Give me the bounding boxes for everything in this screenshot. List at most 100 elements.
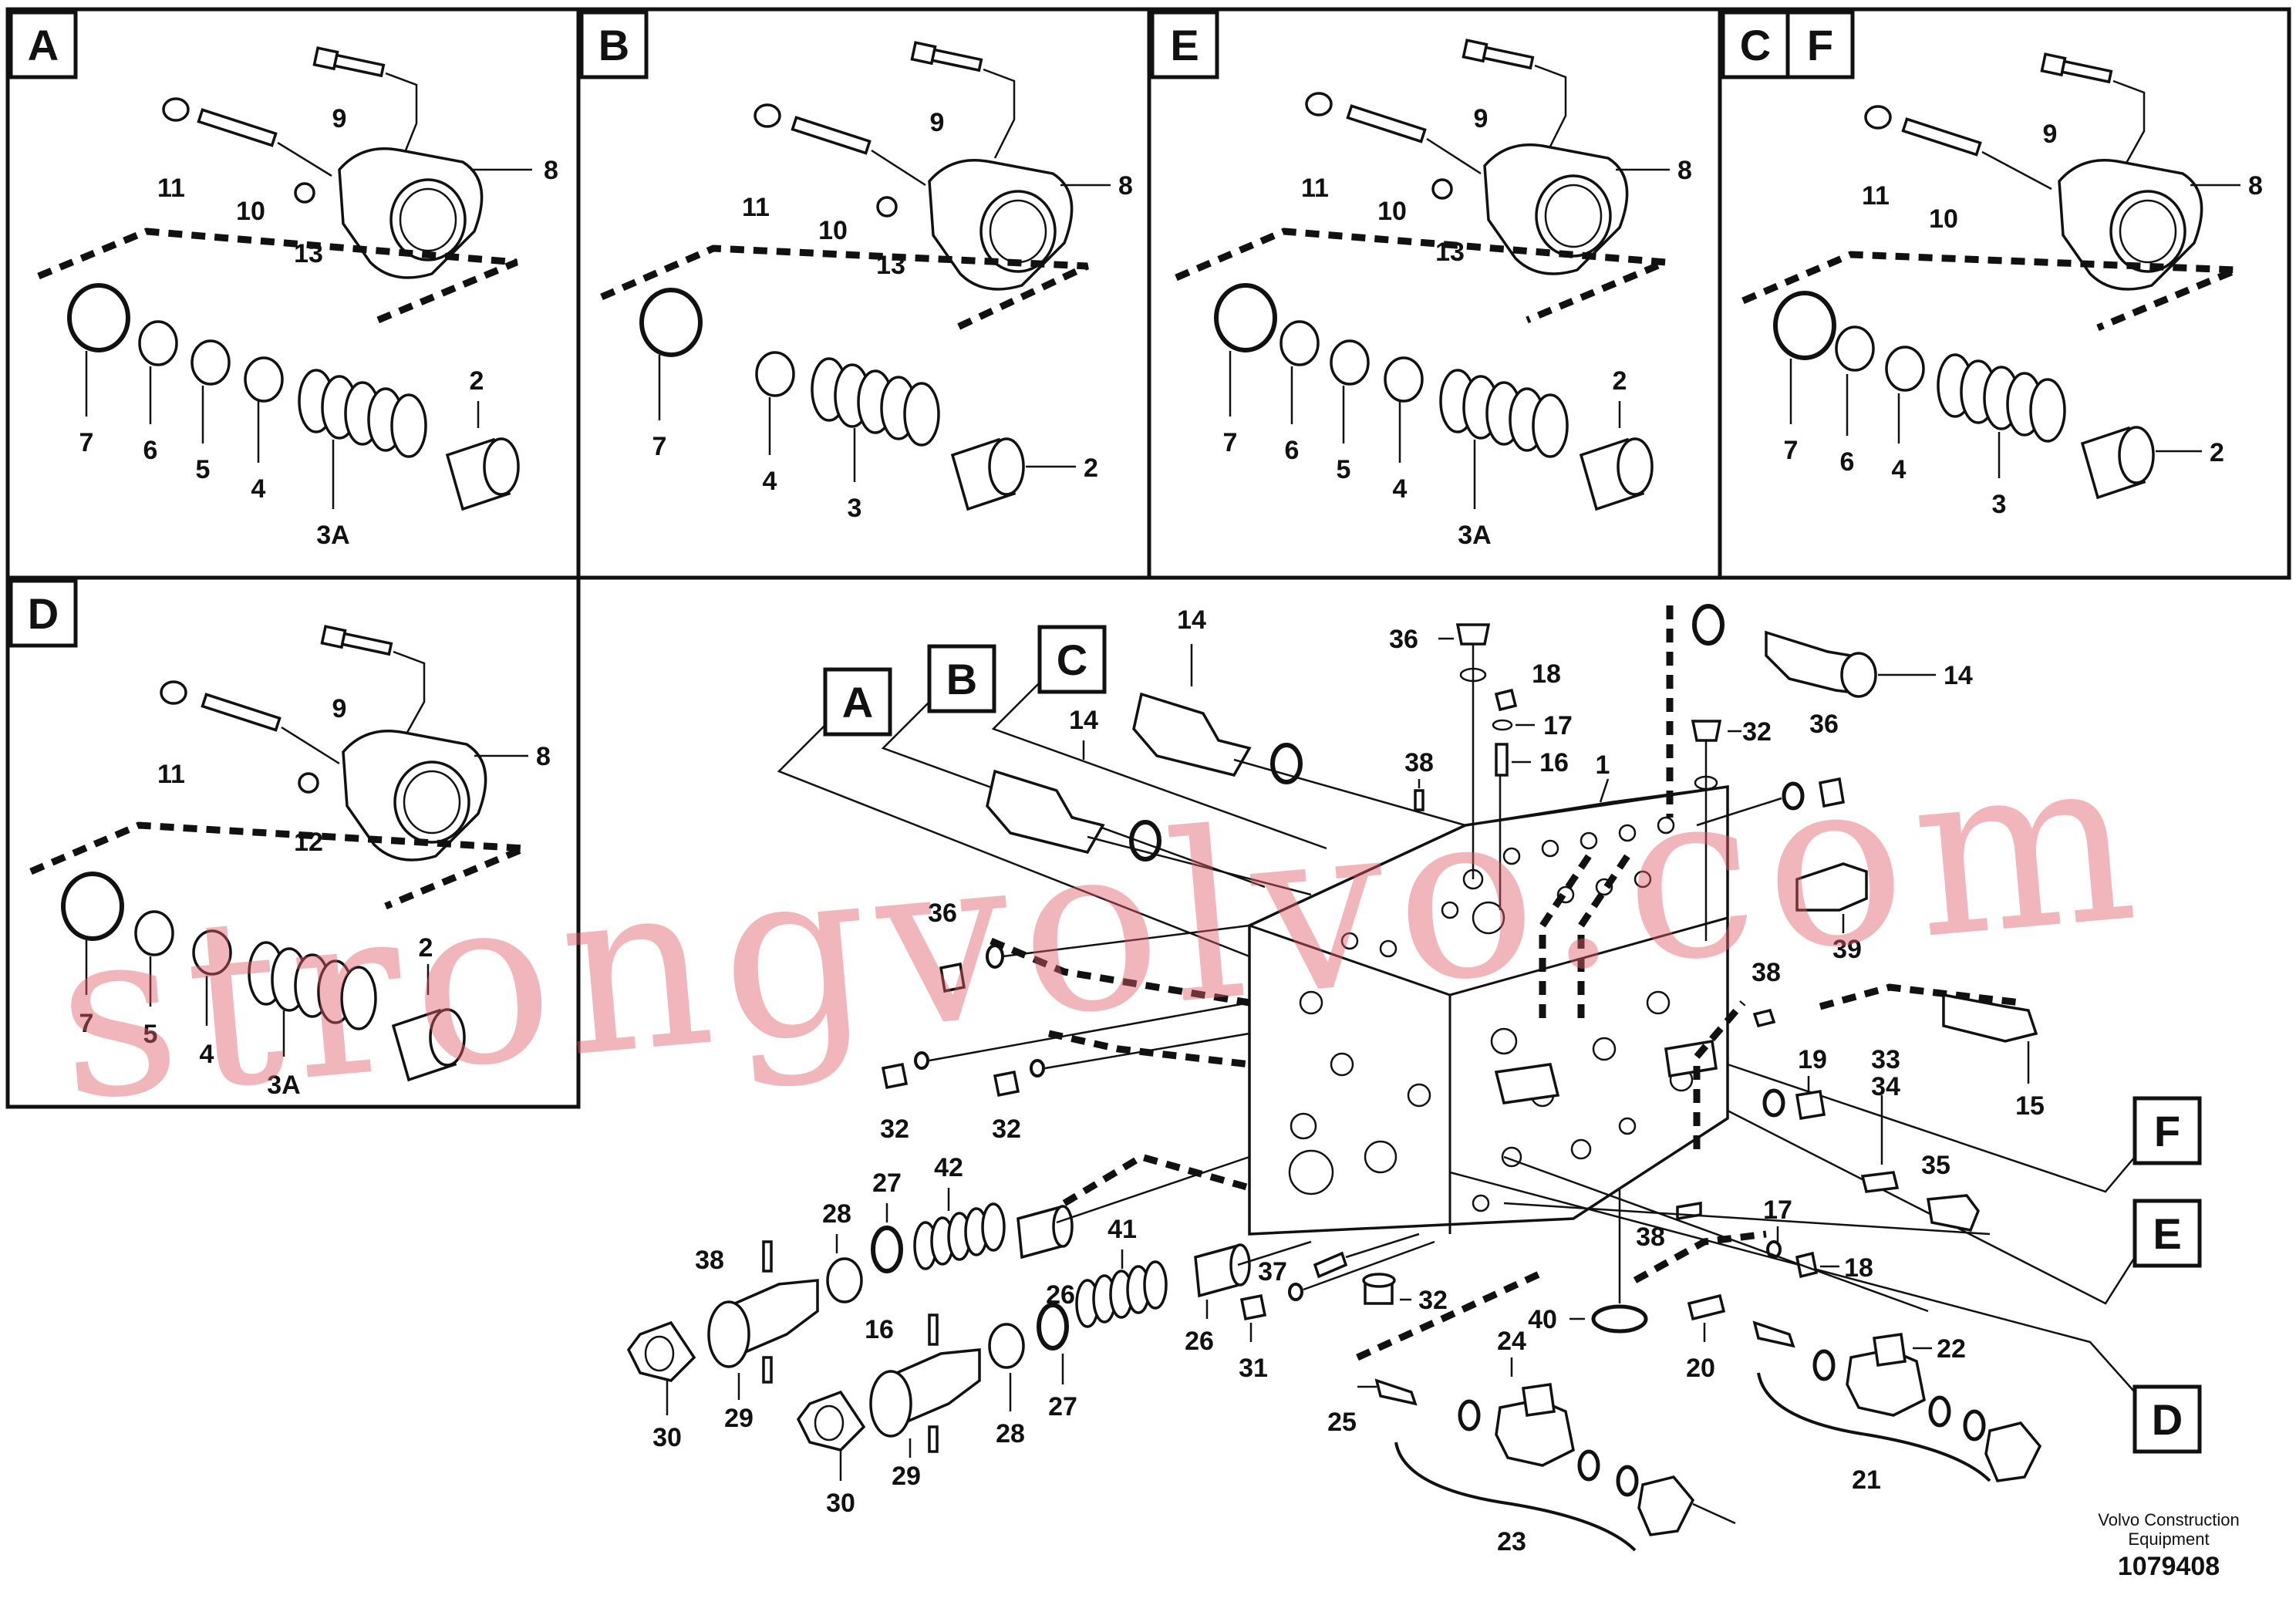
- svg-text:A: A: [842, 678, 873, 727]
- panel-b-callout-8: 8: [1118, 171, 1133, 201]
- section-tag-c: C: [991, 625, 1327, 850]
- main-callout-27-lower: 27: [1048, 1392, 1077, 1421]
- panel-d: D 9 11 8 12 2 7 5 4 3A: [8, 578, 551, 1100]
- panel-cf-callout-7: 7: [1784, 436, 1799, 465]
- footer: Volvo Construction Equipment 1079408: [2098, 1510, 2239, 1581]
- panel-cf-callout-9: 9: [2043, 120, 2058, 149]
- main-callout-38-mid: 38: [1636, 1222, 1665, 1252]
- panel-d-callout-8: 8: [536, 742, 551, 771]
- main-callout-15: 15: [2015, 1091, 2045, 1121]
- main-callout-1: 1: [1596, 750, 1610, 780]
- section-tag-b: B: [881, 644, 1266, 889]
- panel-d-spring: [248, 941, 377, 1030]
- main-callout-36-right: 36: [1809, 710, 1839, 739]
- publisher-line-1: Volvo Construction: [2098, 1510, 2239, 1529]
- panel-e-callout-3a: 3A: [1458, 521, 1491, 550]
- panel-d-callout-4: 4: [200, 1040, 214, 1069]
- panel-b-tag: B: [598, 21, 629, 69]
- section-tag-e: E: [1727, 1109, 2202, 1305]
- panel-cf-callout-8: 8: [2248, 171, 2263, 201]
- main-callout-14-c: 14: [1944, 661, 1973, 690]
- main-callout-39: 39: [1832, 935, 1862, 964]
- main-callout-25: 25: [1327, 1408, 1357, 1437]
- main-callout-32-top: 32: [1742, 717, 1772, 747]
- main-callout-28-upper: 28: [822, 1199, 851, 1229]
- panel-a-spring: [298, 369, 427, 458]
- main-callout-14-b: 14: [1069, 706, 1098, 735]
- panel-d-tag: D: [28, 589, 59, 638]
- main-callout-30-upper: 30: [652, 1423, 682, 1452]
- main-callout-18-right: 18: [1844, 1253, 1873, 1283]
- panel-a-callout-6: 6: [143, 436, 158, 465]
- main-callout-41: 41: [1108, 1215, 1137, 1244]
- main-callout-29-lower: 29: [892, 1462, 921, 1491]
- panel-cf-callout-10: 10: [1929, 204, 1958, 234]
- svg-text:E: E: [2153, 1209, 2181, 1258]
- valve-block: [1248, 784, 1729, 1236]
- panel-b-callout-10: 10: [818, 216, 848, 245]
- section-tag-a: A: [777, 667, 1250, 958]
- doc-number: 1079408: [2118, 1552, 2220, 1581]
- solenoid-21: 22 21: [1752, 1320, 2042, 1495]
- main-callout-19: 19: [1798, 1045, 1827, 1074]
- panel-cf-spring: [1937, 353, 2066, 443]
- main-callout-38-lower: 16: [865, 1315, 894, 1344]
- panel-a-callout-2: 2: [470, 366, 484, 396]
- publisher-line-2: Equipment: [2128, 1529, 2209, 1549]
- main-callout-35: 35: [1921, 1151, 1950, 1180]
- main-callout-37: 37: [1258, 1257, 1287, 1286]
- panel-b-spring: [811, 357, 940, 447]
- panel-cf-callout-6: 6: [1840, 447, 1855, 477]
- panel-e-tag: E: [1170, 21, 1199, 69]
- section-tag-f: F: [1727, 1063, 2202, 1193]
- main-callout-27-upper: 27: [872, 1168, 902, 1198]
- panel-e-callout-11: 11: [1301, 174, 1329, 203]
- main-callout-36-left: 36: [928, 899, 957, 928]
- panel-b-callout-9: 9: [930, 108, 945, 137]
- panel-d-callout-11: 11: [157, 760, 185, 789]
- panel-e-callout-2: 2: [1613, 366, 1627, 396]
- spring-42: [913, 1202, 1006, 1270]
- panel-e-callout-6: 6: [1285, 436, 1300, 465]
- panel-a-callout-5: 5: [196, 455, 211, 484]
- panel-cf-callout-2: 2: [2210, 438, 2224, 467]
- main-callout-32-left-a: 32: [880, 1114, 909, 1144]
- main-callout-21: 21: [1852, 1465, 1881, 1495]
- main-callout-32-bottom: 32: [1418, 1286, 1448, 1315]
- panel-cf-callout-4: 4: [1892, 455, 1907, 484]
- bottom-middle-parts: 37 31 32 40 20: [1239, 1155, 1991, 1383]
- main-callout-18-top: 18: [1532, 659, 1561, 689]
- panel-a-tag: A: [28, 21, 59, 69]
- panel-e-callout-7: 7: [1223, 428, 1238, 457]
- main-callout-23: 23: [1497, 1527, 1526, 1556]
- main-callout-29-upper: 29: [724, 1404, 754, 1433]
- main-callout-20: 20: [1686, 1354, 1715, 1383]
- main-callout-17-top: 17: [1543, 711, 1573, 740]
- panel-cf-tag-c: C: [1740, 21, 1771, 69]
- spring-41: [1075, 1260, 1168, 1328]
- relief-valve-14-upper: 14: [1132, 605, 1466, 827]
- top-plugs: 36 18 17 16 38 32 36 39: [1389, 623, 1868, 964]
- panel-b-callout-11: 11: [742, 193, 770, 222]
- main-callout-34: 34: [1871, 1072, 1900, 1101]
- panel-cf: C F 9 11 10 8 2 7 6 4 3: [1721, 10, 2263, 519]
- panel-e-callout-5: 5: [1337, 455, 1351, 484]
- right-side-parts: 38 15 19 33 34 35 17 18 38: [1636, 958, 2045, 1283]
- svg-text:B: B: [946, 655, 977, 703]
- panel-d-callout-9: 9: [332, 694, 347, 723]
- main-callout-14-a: 14: [1177, 605, 1206, 635]
- main-assembly: 1 A B C F E: [626, 604, 2202, 1556]
- panel-d-callout-5: 5: [143, 1020, 158, 1049]
- relief-valve-14-right: 14: [1692, 604, 1973, 698]
- panel-a-callout-8: 8: [544, 156, 558, 185]
- left-plugs: 36 32 32: [880, 899, 1250, 1144]
- panel-b: B 9 11 10 8 13 2 7 4 3: [579, 10, 1133, 523]
- solenoid-23: 25 24 23: [1327, 1327, 1736, 1556]
- panel-a-callout-4: 4: [251, 474, 266, 504]
- panel-e-callout-4: 4: [1393, 474, 1408, 504]
- main-callout-38-upper: 38: [695, 1246, 724, 1275]
- main-callout-22: 22: [1937, 1334, 1966, 1364]
- panel-a: A 9 11 10 8 13 2: [8, 10, 558, 550]
- panel-a-callout-10: 10: [236, 197, 265, 226]
- main-callout-24: 24: [1497, 1327, 1526, 1356]
